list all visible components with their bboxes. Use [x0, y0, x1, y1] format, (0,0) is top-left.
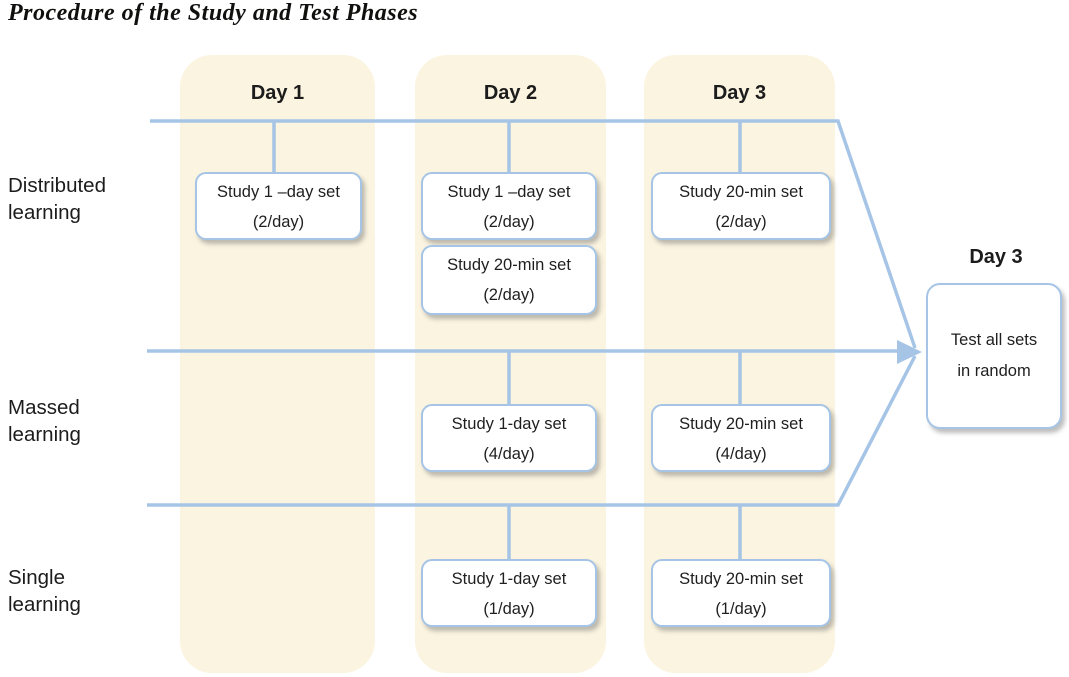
day2-header: Day 2	[483, 82, 538, 104]
study-box-subtext: (2/day)	[483, 213, 535, 231]
row-label-massed: Massed learning	[8, 394, 173, 448]
test-box: Test all sets in random	[926, 283, 1062, 429]
study-box-subtext: (1/day)	[483, 600, 535, 618]
study-box-text: Study 20-min set	[679, 415, 803, 433]
study-box-text: Study 1-day set	[451, 570, 567, 588]
study-box-text: Study 1 –day set	[217, 183, 340, 201]
study-box-subtext: (2/day)	[715, 213, 767, 231]
day3-header: Day 3	[712, 82, 767, 104]
study-box-subtext: (1/day)	[715, 600, 767, 618]
study-box-distributed-day2-second: Study 20-min set (2/day)	[421, 245, 597, 315]
row-label-line: Single	[8, 566, 65, 589]
study-box-text: Study 20-min set	[447, 256, 571, 274]
study-box-subtext: (2/day)	[252, 213, 305, 231]
study-box-distributed-day2-first: Study 1 –day set (2/day)	[421, 172, 597, 240]
study-box-distributed-day3: Study 20-min set (2/day)	[651, 172, 831, 240]
day1-header: Day 1	[250, 82, 305, 104]
row-label-distributed: Distributed learning	[8, 172, 173, 226]
row-label-single: Single learning	[8, 564, 173, 618]
row-label-line: learning	[8, 423, 81, 446]
test-box-text: Test all sets	[950, 331, 1038, 349]
row-label-line: learning	[8, 201, 81, 224]
day1-column-band	[180, 55, 375, 673]
study-box-subtext: (4/day)	[715, 445, 767, 463]
study-box-massed-day3: Study 20-min set (4/day)	[651, 404, 831, 472]
row-label-line: Massed	[8, 396, 80, 419]
study-box-distributed-day1: Study 1 –day set (2/day)	[195, 172, 362, 240]
row-label-line: Distributed	[8, 174, 106, 197]
study-box-text: Study 1 –day set	[447, 183, 571, 201]
study-box-subtext: (4/day)	[483, 445, 535, 463]
test-box-subtext: in random	[957, 362, 1031, 380]
study-box-text: Study 1-day set	[451, 415, 567, 433]
study-box-subtext: (2/day)	[483, 286, 535, 304]
study-box-massed-day2: Study 1-day set (4/day)	[421, 404, 597, 472]
study-box-single-day2: Study 1-day set (1/day)	[421, 559, 597, 627]
study-box-text: Study 20-min set	[679, 183, 803, 201]
row-label-line: learning	[8, 593, 81, 616]
figure-title: Procedure of the Study and Test Phases	[8, 0, 419, 26]
arrowhead-icon	[897, 340, 922, 364]
test-day-header: Day 3	[969, 246, 1023, 268]
study-box-text: Study 20-min set	[679, 570, 803, 588]
study-box-single-day3: Study 20-min set (1/day)	[651, 559, 831, 627]
